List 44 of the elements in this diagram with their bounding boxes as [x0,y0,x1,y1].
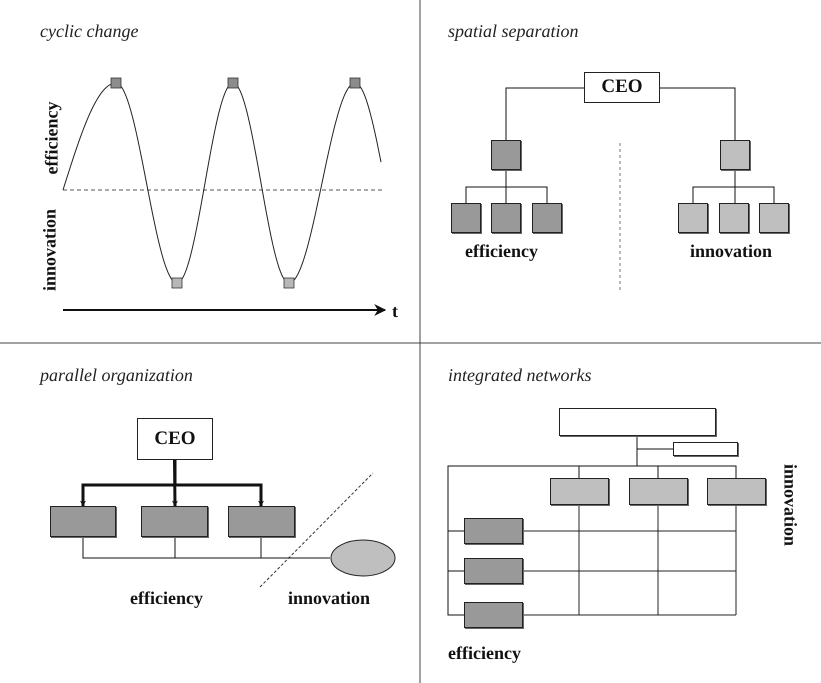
region-label: innovation [38,208,60,292]
org-box [137,418,213,460]
connector-line [260,536,330,558]
ellipse-node [330,539,396,577]
org-box [707,478,766,505]
region-label: innovation [288,587,370,610]
org-box [678,203,708,233]
org-box [673,442,738,456]
org-box [228,506,295,537]
box-label: CEO [601,75,643,100]
org-box [759,203,789,233]
org-box [141,506,208,537]
org-box [491,203,521,233]
org-box [491,140,521,170]
org-box [50,506,116,537]
region-label: efficiency [448,642,521,665]
org-box [584,72,660,103]
arrow [172,460,178,507]
org-box [532,203,562,233]
region-label: innovation [690,240,772,263]
org-box [464,558,523,584]
org-box [464,602,523,628]
box-label: CEO [154,426,196,451]
panel-title: parallel organization [40,364,193,387]
org-box [451,203,481,233]
org-box [719,203,749,233]
panel-title: integrated networks [448,364,592,387]
region-label: innovation [780,464,802,546]
connector-line [506,170,548,204]
org-box [629,478,688,505]
connector-line [506,88,584,140]
panel-title: cyclic change [40,20,138,43]
org-box [559,408,716,436]
org-box [550,478,609,505]
connector-line [734,170,774,204]
arrow [174,460,264,507]
org-box [720,140,750,170]
org-box [464,518,523,544]
region-label: efficiency [40,102,62,174]
region-label: efficiency [130,587,203,610]
panel-title: spatial separation [448,20,579,43]
region-label: efficiency [465,240,538,263]
connector-line [660,88,736,140]
axis-label: t [392,300,398,323]
